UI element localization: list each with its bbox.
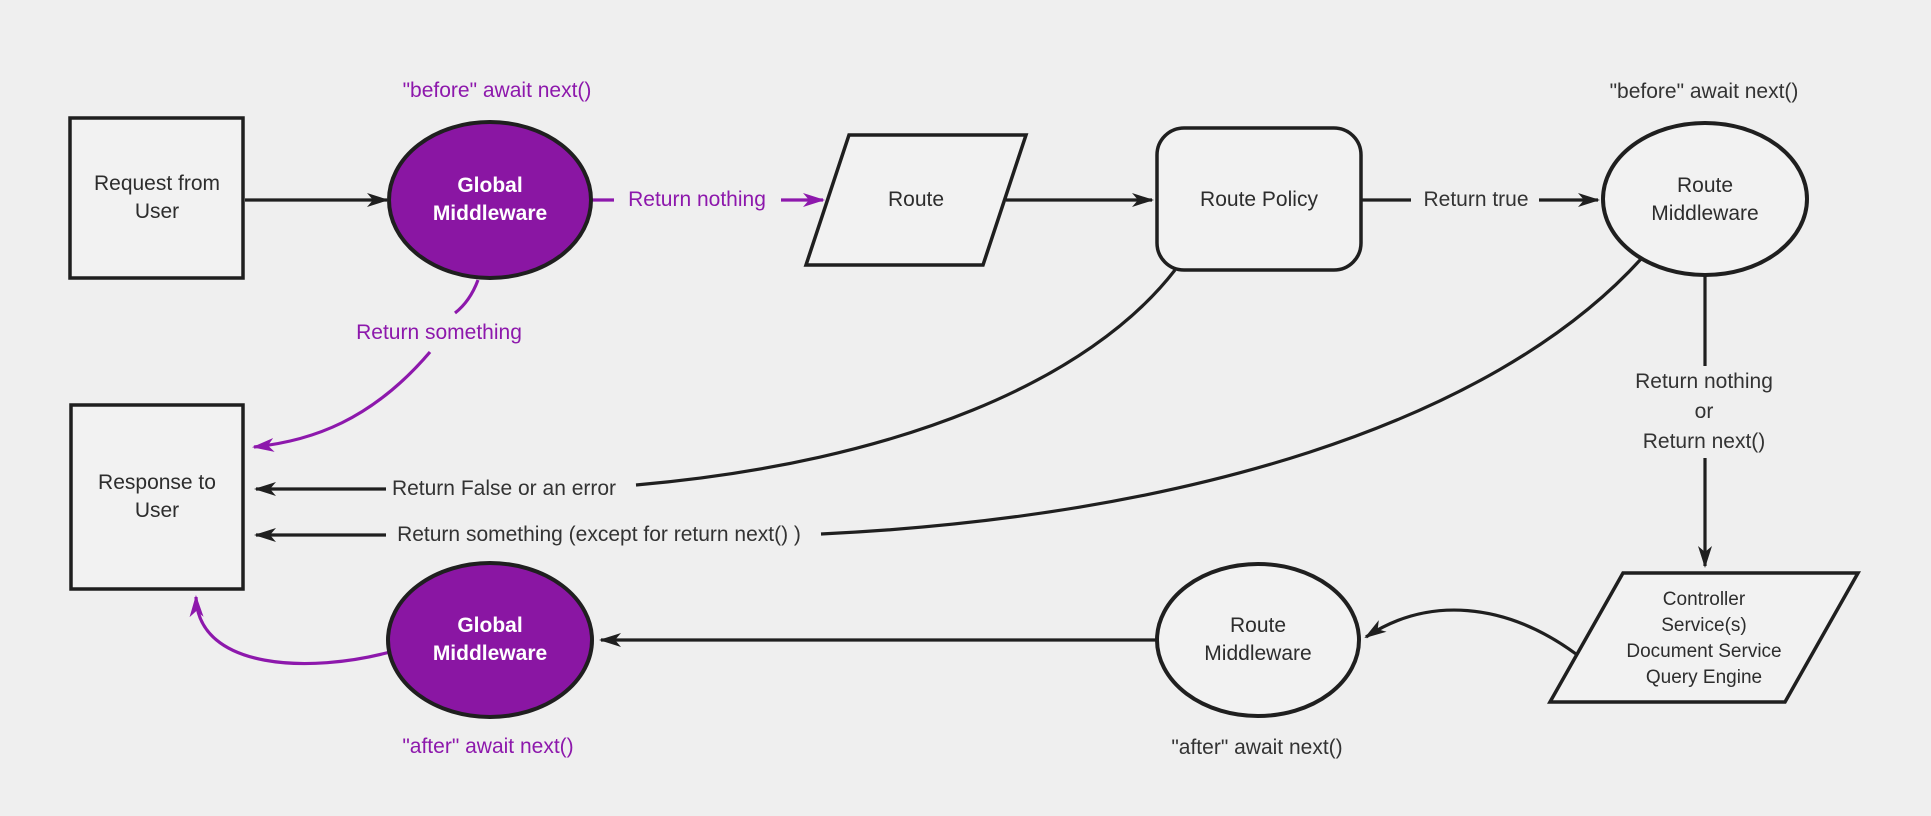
- global-middleware-before-ellipse: [387, 120, 593, 280]
- edge-global-middleware-after-to-response: [189, 595, 391, 666]
- edge-route-policy-false-curve: [635, 269, 1177, 487]
- global-middleware-after-ellipse: [386, 561, 594, 719]
- edge-return-something-to-response: [252, 350, 432, 452]
- edge-route-middleware-something-curve: [820, 257, 1643, 536]
- route-parallelogram: [803, 133, 1029, 267]
- response-to-user-box: [69, 403, 245, 591]
- edge-controller-to-route-middleware-after: [1364, 608, 1577, 656]
- route-middleware-before-ellipse: [1601, 121, 1809, 277]
- request-from-user-box: [68, 116, 245, 280]
- edge-return-something-lead: [454, 279, 480, 315]
- route-policy-box: [1155, 126, 1363, 272]
- controller-services-parallelogram: [1546, 571, 1862, 704]
- route-middleware-after-ellipse: [1155, 562, 1361, 718]
